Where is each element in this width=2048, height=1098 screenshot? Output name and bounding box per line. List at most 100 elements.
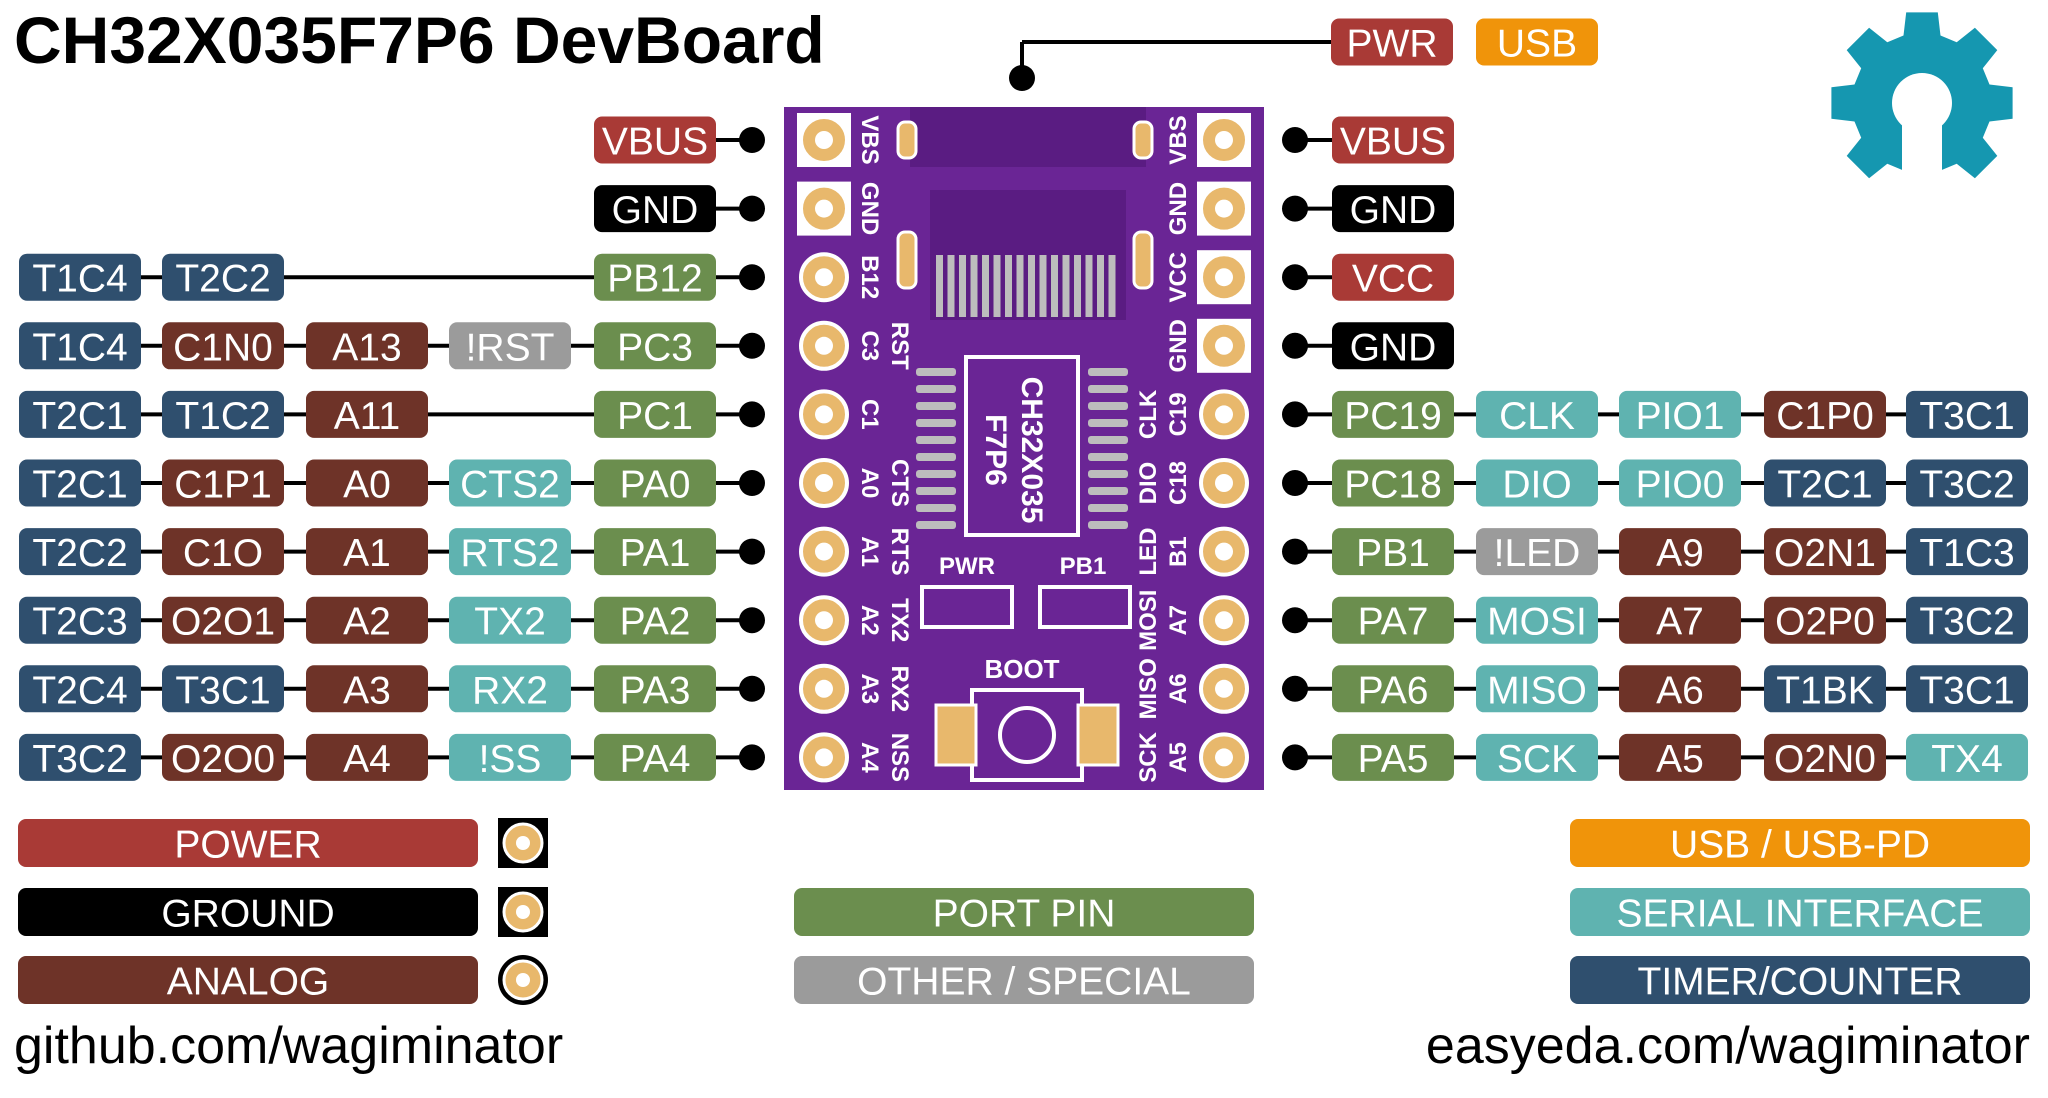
right-label-a5: A5 bbox=[1656, 738, 1704, 781]
left-silk-gnd: GND bbox=[856, 182, 883, 235]
pcb-board: CH32X035 F7P6 PWR PB1 BOOT bbox=[784, 107, 1264, 790]
left-label-pa1-box bbox=[594, 528, 716, 576]
left-pin-dot bbox=[739, 470, 765, 496]
legend-swatch-analog bbox=[18, 956, 478, 1004]
right-label-vbus-box bbox=[1332, 116, 1454, 164]
left-label-t2c2-box bbox=[19, 528, 141, 576]
chip-leg-left bbox=[916, 453, 956, 461]
right-label-t3c1-box bbox=[1906, 665, 2028, 713]
right-label-dio: DIO bbox=[1502, 464, 1571, 507]
right-label-a7: A7 bbox=[1656, 601, 1704, 644]
left-pad-hole bbox=[815, 336, 833, 355]
left-label-t2c1-box bbox=[19, 390, 141, 438]
left-label-t3c1: T3C1 bbox=[175, 669, 270, 712]
right-label-pc18: PC18 bbox=[1344, 464, 1442, 507]
left-label-gnd: GND bbox=[612, 189, 699, 232]
boot-pad-right bbox=[1076, 703, 1120, 767]
right-label-!led: !LED bbox=[1494, 532, 1581, 575]
left-pin-dot bbox=[739, 401, 765, 428]
right-label-pa7: PA7 bbox=[1358, 601, 1429, 644]
left-label-a0: A0 bbox=[343, 464, 391, 507]
right-label-a9: A9 bbox=[1656, 532, 1704, 575]
right-label-o2n1: O2N1 bbox=[1774, 532, 1876, 575]
right-silk-gnd: GND bbox=[1165, 319, 1192, 372]
footer-left-link[interactable]: github.com/wagiminator bbox=[14, 1017, 563, 1075]
usb-shield-pad bbox=[896, 120, 918, 160]
left-label-c1o-box bbox=[162, 528, 284, 576]
left-label-o2o0: O2O0 bbox=[171, 738, 275, 781]
chip-label-line1: CH32X035 bbox=[1015, 377, 1048, 524]
right-label-t1bk: T1BK bbox=[1776, 669, 1874, 712]
right-silk-a7: A7 bbox=[1165, 605, 1192, 636]
chip-leg-left bbox=[916, 402, 956, 410]
right-label-o2n0-box bbox=[1764, 733, 1886, 781]
usb-pad bbox=[1085, 255, 1093, 317]
left-label-t1c4: T1C4 bbox=[32, 258, 127, 301]
right-label-pa5-box bbox=[1332, 733, 1454, 781]
page-title: CH32X035F7P6 DevBoard bbox=[14, 3, 825, 77]
chip-leg-right bbox=[1088, 385, 1128, 393]
left-label-o2o1: O2O1 bbox=[171, 601, 275, 644]
boot-button-cap[interactable] bbox=[998, 706, 1056, 764]
chip-leg-left bbox=[916, 385, 956, 393]
left-pin-dot bbox=[739, 607, 765, 634]
right-label-o2p0: O2P0 bbox=[1775, 601, 1875, 644]
left-label-pa3: PA3 bbox=[620, 669, 691, 712]
right-label-t3c2: T3C2 bbox=[1919, 464, 2014, 507]
left-label-pc3-box bbox=[594, 322, 716, 370]
legend-pad-hole bbox=[516, 836, 530, 850]
left-pad-hole bbox=[815, 542, 833, 561]
chip-legs bbox=[916, 368, 1128, 529]
chip-leg-left bbox=[916, 470, 956, 478]
right-pad-hole bbox=[1215, 405, 1233, 424]
left-label-t2c1-box bbox=[19, 459, 141, 507]
right-label-gnd-box bbox=[1332, 185, 1454, 233]
right-label-mosi: MOSI bbox=[1487, 601, 1587, 644]
left-silk2-cts: CTS bbox=[886, 459, 913, 507]
right-label-pb1-box bbox=[1332, 528, 1454, 576]
left-label-pa4: PA4 bbox=[620, 738, 691, 781]
right-pad-hole bbox=[1215, 474, 1233, 492]
usb-shield-pad bbox=[1132, 230, 1154, 290]
usb-pad bbox=[1074, 255, 1081, 317]
left-label-a3: A3 bbox=[343, 669, 391, 712]
left-pin-dot bbox=[739, 264, 765, 291]
chip-leg-left bbox=[916, 436, 956, 444]
right-label-t1c3-box bbox=[1906, 528, 2028, 576]
legend-swatch-port bbox=[794, 888, 1254, 936]
legend-label-port: PORT PIN bbox=[933, 893, 1116, 936]
left-pad-hole bbox=[815, 474, 833, 492]
chip-leg-right bbox=[1088, 368, 1128, 376]
right-silk-vcc: VCC bbox=[1165, 252, 1192, 303]
left-label-rx2-box bbox=[449, 665, 571, 713]
footer-right-link[interactable]: easyeda.com/wagiminator bbox=[1426, 1017, 2030, 1075]
usb-pad bbox=[1039, 255, 1047, 317]
left-label-vbus: VBUS bbox=[602, 121, 708, 164]
chip-leg-left bbox=[916, 521, 956, 529]
left-silk-a1: A1 bbox=[856, 536, 883, 567]
chip-leg-left bbox=[916, 419, 956, 427]
right-label-miso: MISO bbox=[1487, 669, 1587, 712]
left-label-t2c2: T2C2 bbox=[32, 532, 127, 575]
usb-connector-shell bbox=[910, 107, 1146, 167]
chip-leg-right bbox=[1088, 470, 1128, 478]
right-pin-dot bbox=[1282, 195, 1308, 222]
left-label-!ss-box bbox=[449, 733, 571, 781]
left-label-a4: A4 bbox=[343, 738, 391, 781]
left-silk-a2: A2 bbox=[856, 605, 883, 636]
left-label-c1o: C1O bbox=[183, 532, 263, 575]
right-label-pb1: PB1 bbox=[1356, 532, 1430, 575]
top-label-usb-box bbox=[1476, 18, 1598, 66]
left-pad-hole bbox=[815, 405, 833, 424]
right-silk2-miso: MISO bbox=[1135, 658, 1162, 719]
right-pin-dot bbox=[1282, 264, 1308, 291]
left-silk2-tx2: TX2 bbox=[886, 598, 913, 642]
right-silk-c18: C18 bbox=[1165, 461, 1192, 505]
left-label-cts2-box bbox=[449, 459, 571, 507]
top-label-pwr-box bbox=[1331, 18, 1453, 66]
right-silk2-mosi: MOSI bbox=[1135, 590, 1162, 651]
usb-pad bbox=[1051, 255, 1058, 317]
pb1-led-label: PB1 bbox=[1060, 553, 1107, 580]
left-label-!rst: !RST bbox=[466, 326, 555, 369]
